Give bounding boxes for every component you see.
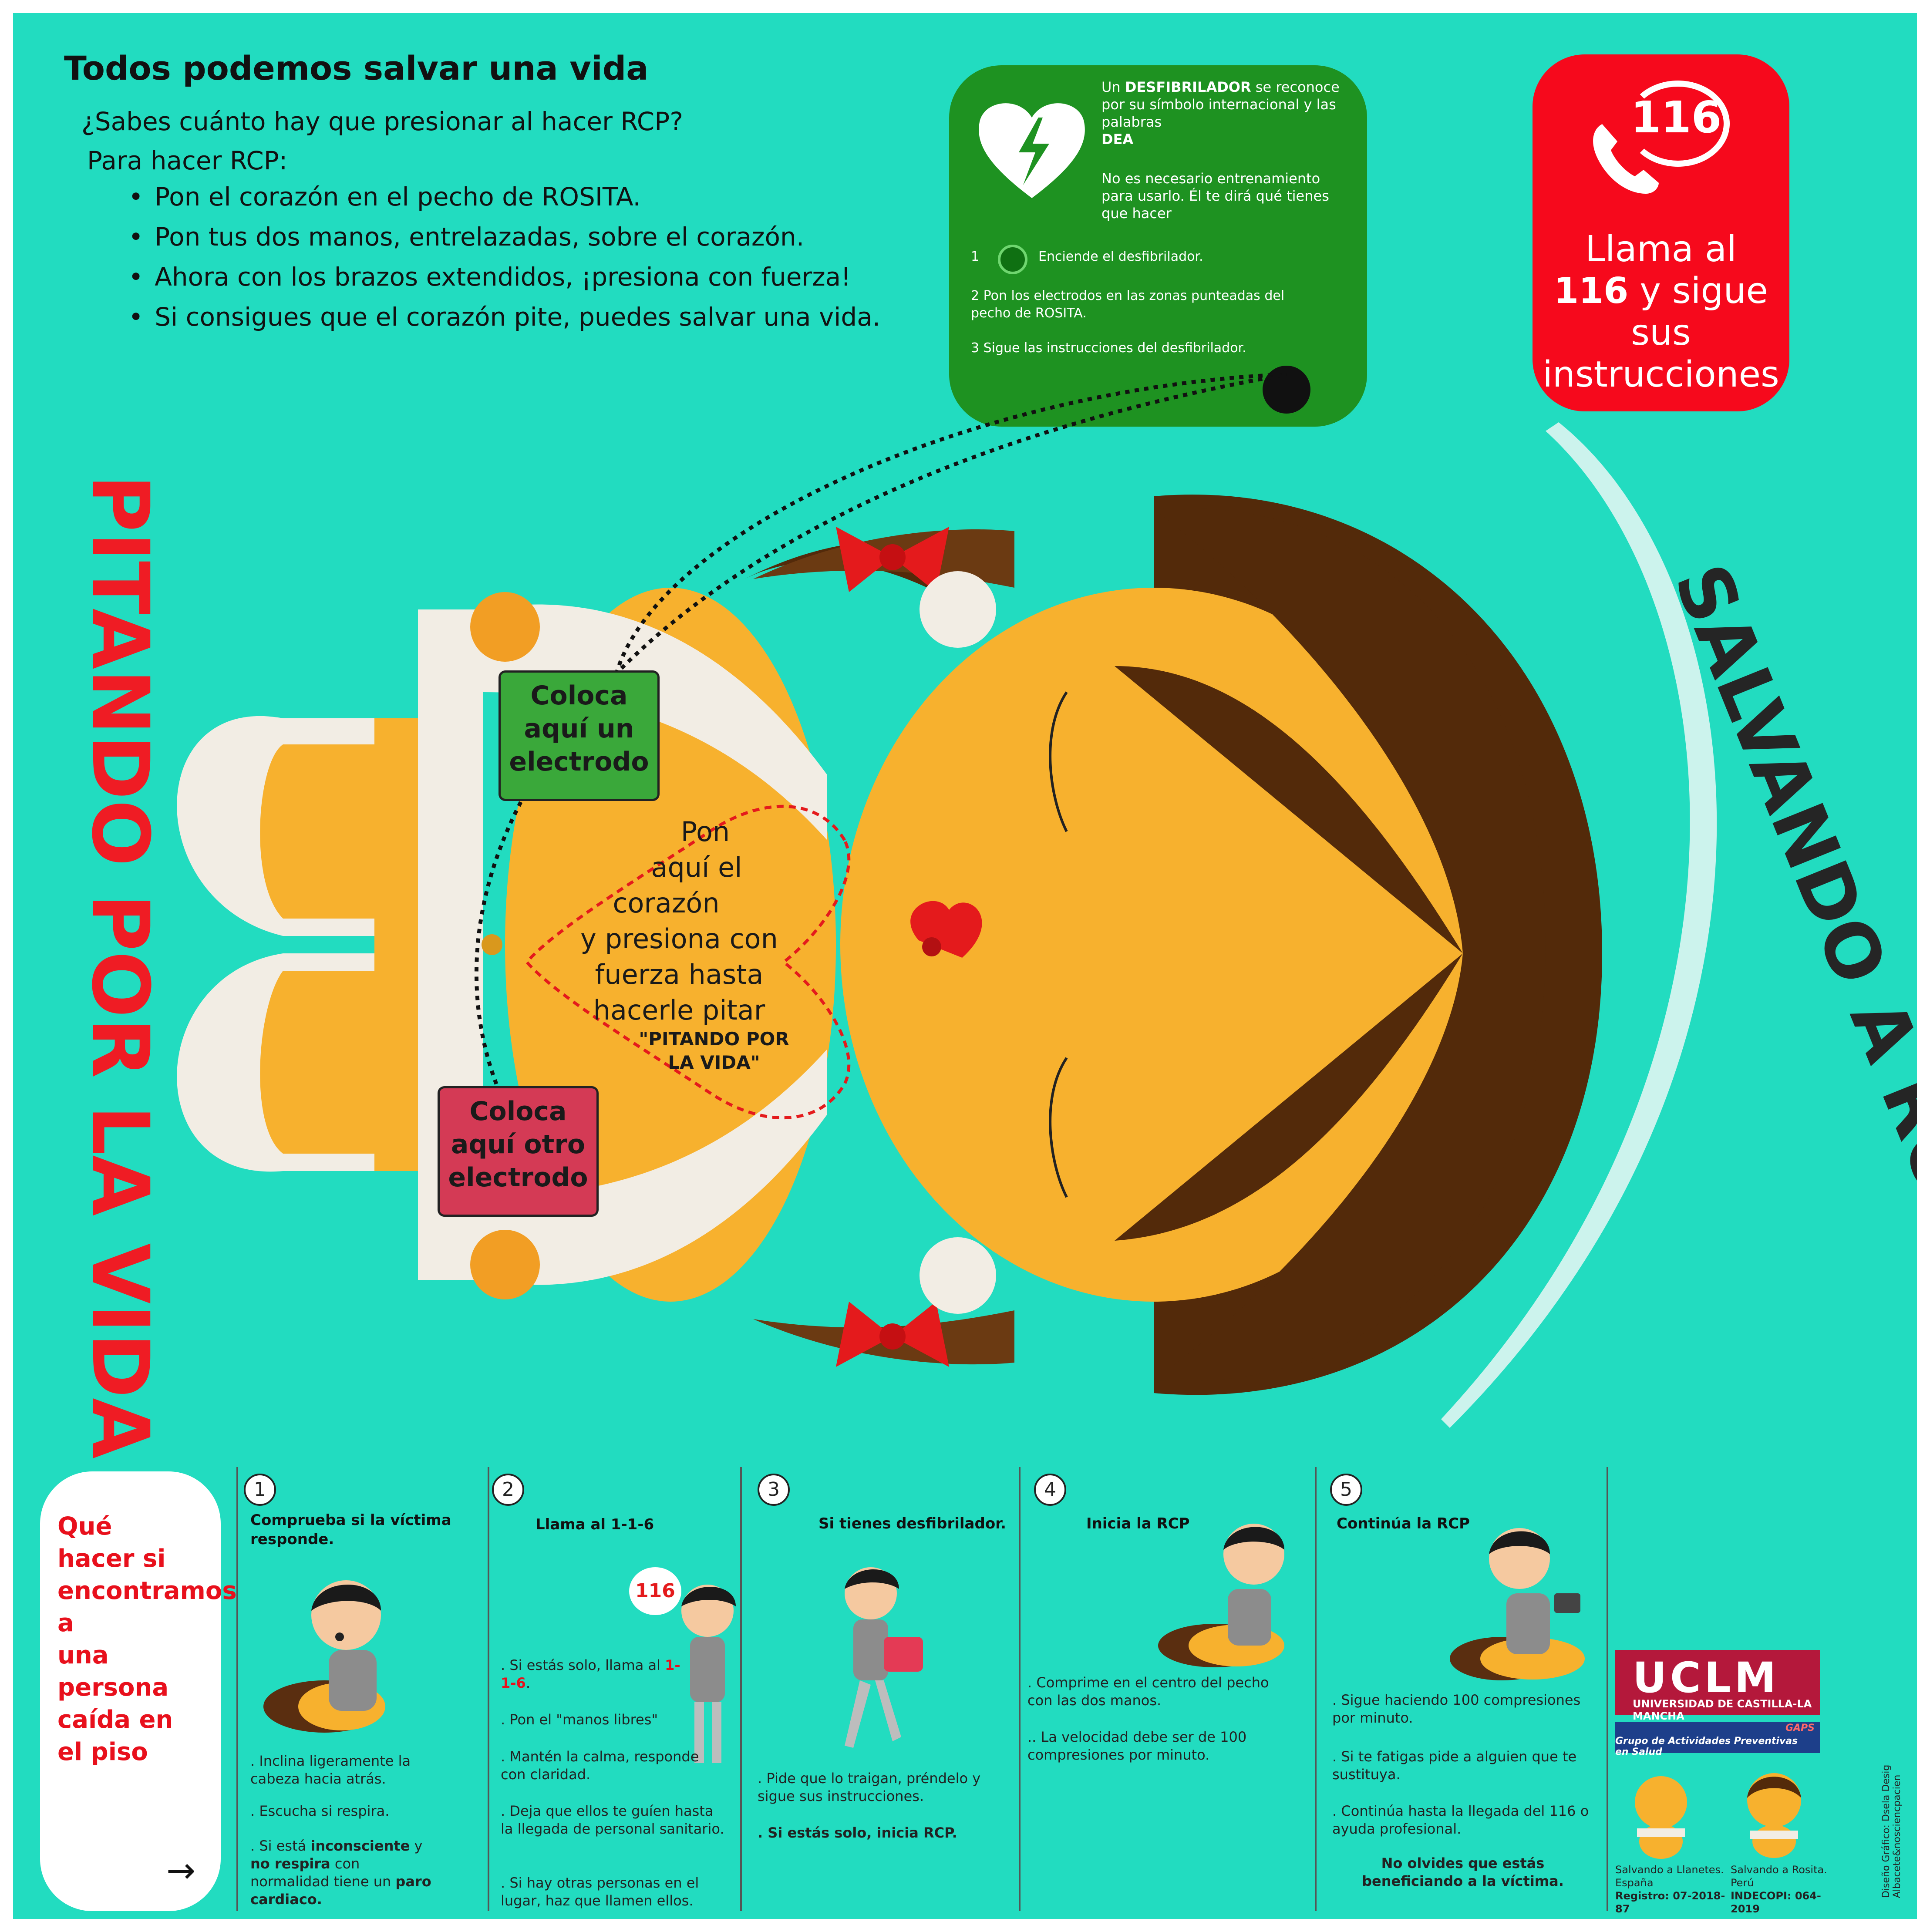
panel-text: . Deja que ellos te guíen hasta la llega…: [501, 1803, 724, 1837]
divider: [1315, 1467, 1317, 1911]
rescuer-illustration: [263, 1580, 385, 1733]
panel-text: . Continúa hasta la llegada del 116 o ay…: [1332, 1803, 1589, 1837]
design-credit: Diseño Gráfico: Dsela Desig Albacete&nos…: [1881, 1764, 1903, 1898]
uclm-logo-subtitle: UNIVERSIDAD DE CASTILLA-LA MANCHA: [1633, 1698, 1812, 1722]
panel-text: . Si estás solo, inicia RCP.: [758, 1824, 957, 1841]
dea-step2: 2 Pon los electrodos en las zonas puntea…: [971, 288, 1285, 321]
divider: [236, 1467, 238, 1911]
step-number: 5: [1330, 1474, 1362, 1506]
intro: Para hacer RCP:: [87, 146, 288, 175]
question-text: Qué hacer si encontramos a una persona c…: [57, 1512, 237, 1766]
cpr-continue-illustration: [1450, 1528, 1585, 1680]
speech-bubble: 116: [629, 1567, 681, 1615]
phone-icon: [1593, 124, 1659, 194]
call-number: 116: [1630, 92, 1722, 143]
panel-title: Si tienes desfibrilador.: [818, 1515, 1007, 1532]
page-title: Todos podemos salvar una vida: [64, 49, 649, 88]
question-card: Qué hacer si encontramos a una persona c…: [40, 1471, 237, 1911]
panel-text: . Si te fatigas pide a alguien que te su…: [1332, 1748, 1577, 1783]
panel-title: Continúa la RCP: [1337, 1515, 1470, 1532]
panel-text: . Escucha si respira.: [250, 1803, 390, 1819]
panel-title: Llama al 1-1-6: [536, 1516, 654, 1533]
emergency-call-card: 116 Llama al 116 y sigue sus instruccion…: [1533, 54, 1789, 411]
divider: [488, 1467, 489, 1911]
runner-with-aed-illustration: [845, 1567, 923, 1748]
panel-text: . Mantén la calma, responde con claridad…: [501, 1748, 699, 1783]
gaps-logo: GAPS Grupo de Actividades Preventivas en…: [1615, 1722, 1820, 1757]
divider: [1019, 1467, 1021, 1911]
panel-text: . Comprime en el centro del pecho con la…: [1027, 1674, 1269, 1709]
dea-step1: Enciende el desfibrilador.: [1038, 249, 1203, 264]
aed-heart-icon: [979, 103, 1085, 198]
left-title-anchor: PITANDO POR LA VIDA: [74, 475, 170, 1459]
divider: [1607, 1467, 1608, 1911]
uclm-logo: UCLM UNIVERSIDAD DE CASTILLA-LA MANCHA: [1615, 1650, 1820, 1722]
panel-text: . Si hay otras personas en el lugar, haz…: [501, 1875, 699, 1909]
arrow-right-icon: →: [166, 1850, 196, 1891]
rosita-illustration: [177, 372, 1717, 1428]
step-item: Pon tus dos manos, entrelazadas, sobre e…: [128, 222, 880, 252]
llanetes-caption: Salvando a Llanetes. España Registro: 07…: [1615, 1864, 1725, 1915]
steps-list: Pon el corazón en el pecho de ROSITA. Po…: [128, 182, 880, 342]
call-text: Llama al 116 y sigue sus instrucciones: [1543, 229, 1779, 395]
divider: [740, 1467, 742, 1911]
right-title-anchor: SALVANDO A ROSITA: [1657, 553, 1917, 1378]
step-number: 2: [492, 1474, 524, 1506]
panel-text: . Si está inconsciente y no respira con …: [250, 1838, 431, 1908]
left-vertical-title: PITANDO POR LA VIDA: [74, 475, 165, 1459]
credit-anchor: Diseño Gráfico: Dsela Desig Albacete&nos…: [1881, 1765, 1903, 1902]
panel-title: Comprueba si la víctima responde.: [250, 1511, 451, 1548]
panel-title: Inicia la RCP: [1086, 1515, 1190, 1532]
uclm-logo-text: UCLM: [1633, 1653, 1780, 1702]
step-item: Pon el corazón en el pecho de ROSITA.: [128, 182, 880, 212]
question: ¿Sabes cuánto hay que presionar al hacer…: [81, 107, 684, 136]
panel-text: . Sigue haciendo 100 compresiones por mi…: [1332, 1692, 1581, 1726]
panel-text: . Inclina ligeramente la cabeza hacia at…: [250, 1753, 411, 1787]
step-number: 1: [244, 1474, 276, 1506]
power-icon: [998, 245, 1027, 274]
panel-text: .. La velocidad debe ser de 100 compresi…: [1027, 1729, 1247, 1763]
step-number: 3: [758, 1474, 790, 1506]
step-number: 4: [1034, 1474, 1066, 1506]
rosita-caption: Salvando a Rosita. Perú INDECOPI: 064-20…: [1731, 1864, 1827, 1915]
panel-text: . Pide que lo traigan, préndelo y sigue …: [758, 1770, 981, 1804]
llanetes-mascot: [1635, 1776, 1687, 1859]
poster: Todos podemos salvar una vida ¿Sabes cuá…: [13, 13, 1917, 1919]
heart-instruction: Pon aquí el corazón y presiona con fuerz…: [580, 816, 778, 1026]
rosita-mascot: [1747, 1773, 1801, 1858]
electrode-label-2: Coloca aquí otro electrodo: [438, 1086, 599, 1217]
dea-note: No es necesario entrenamiento para usarl…: [1101, 170, 1329, 222]
electrode-label-1: Coloca aquí un electrodo: [498, 670, 660, 801]
dea-step3: 3 Sigue las instrucciones del desfibrila…: [971, 340, 1246, 356]
heart-subtitle: "PITANDO POR LA VIDA": [639, 1028, 789, 1073]
panel-text: . Pon el "manos libres": [501, 1711, 658, 1728]
cpr-illustration: [1158, 1524, 1284, 1667]
caller-illustration: [681, 1585, 736, 1763]
panel-text: No olvides que estás beneficiando a la v…: [1362, 1855, 1564, 1889]
step-item: Si consigues que el corazón pite, puedes…: [128, 302, 880, 332]
step-item: Ahora con los brazos extendidos, ¡presio…: [128, 262, 880, 292]
gaps-logo-subtitle: Grupo de Actividades Preventivas en Salu…: [1615, 1736, 1798, 1757]
dea-step1-num: 1: [971, 249, 980, 264]
dea-card: Un DESFIBRILADOR se reconoce por su símb…: [949, 65, 1367, 427]
gaps-logo-text: GAPS: [1785, 1723, 1815, 1733]
dea-intro: Un DESFIBRILADOR se reconoce por su símb…: [1101, 79, 1340, 148]
panel-text: . Si estás solo, llama al 1-1-6.: [501, 1657, 680, 1691]
